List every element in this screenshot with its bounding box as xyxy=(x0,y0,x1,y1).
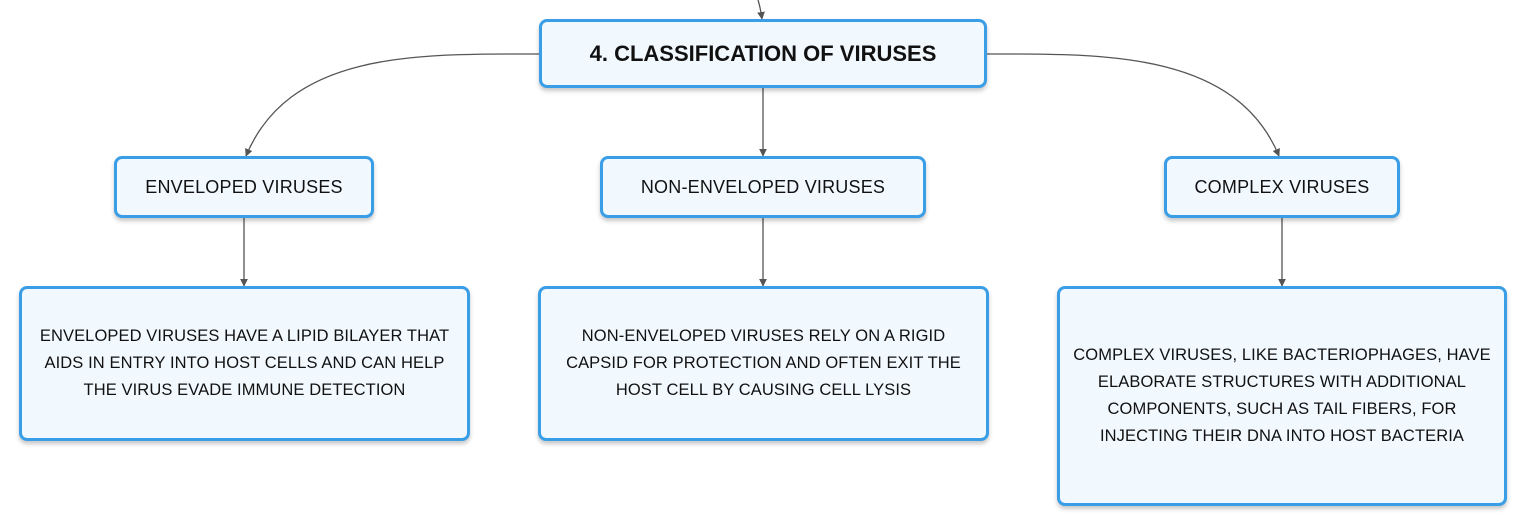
root-node-label: 4. CLASSIFICATION OF VIRUSES xyxy=(589,40,937,66)
description-node-complex[interactable]: COMPLEX VIRUSES, LIKE BACTERIOPHAGES, HA… xyxy=(1057,286,1507,506)
category-node-enveloped[interactable]: ENVELOPED VIRUSES xyxy=(114,156,374,218)
description-node-non-enveloped[interactable]: NON-ENVELOPED VIRUSES RELY ON A RIGID CA… xyxy=(538,286,989,441)
category-node-non-enveloped[interactable]: NON-ENVELOPED VIRUSES xyxy=(600,156,926,218)
description-text: COMPLEX VIRUSES, LIKE BACTERIOPHAGES, HA… xyxy=(1073,346,1491,445)
connector-incoming xyxy=(757,0,765,20)
description-node-enveloped[interactable]: ENVELOPED VIRUSES HAVE A LIPID BILAYER T… xyxy=(19,286,470,441)
description-text: ENVELOPED VIRUSES HAVE A LIPID BILAYER T… xyxy=(39,327,450,399)
root-node[interactable]: 4. CLASSIFICATION OF VIRUSES xyxy=(539,19,987,88)
category-node-complex[interactable]: COMPLEX VIRUSES xyxy=(1164,156,1400,218)
category-node-label: COMPLEX VIRUSES xyxy=(1194,176,1370,197)
category-node-label: NON-ENVELOPED VIRUSES xyxy=(640,176,886,197)
connector-root-to-enveloped xyxy=(245,53,540,157)
description-text: NON-ENVELOPED VIRUSES RELY ON A RIGID CA… xyxy=(566,327,961,399)
connector-root-to-complex xyxy=(986,53,1280,157)
category-node-label: ENVELOPED VIRUSES xyxy=(145,176,343,197)
